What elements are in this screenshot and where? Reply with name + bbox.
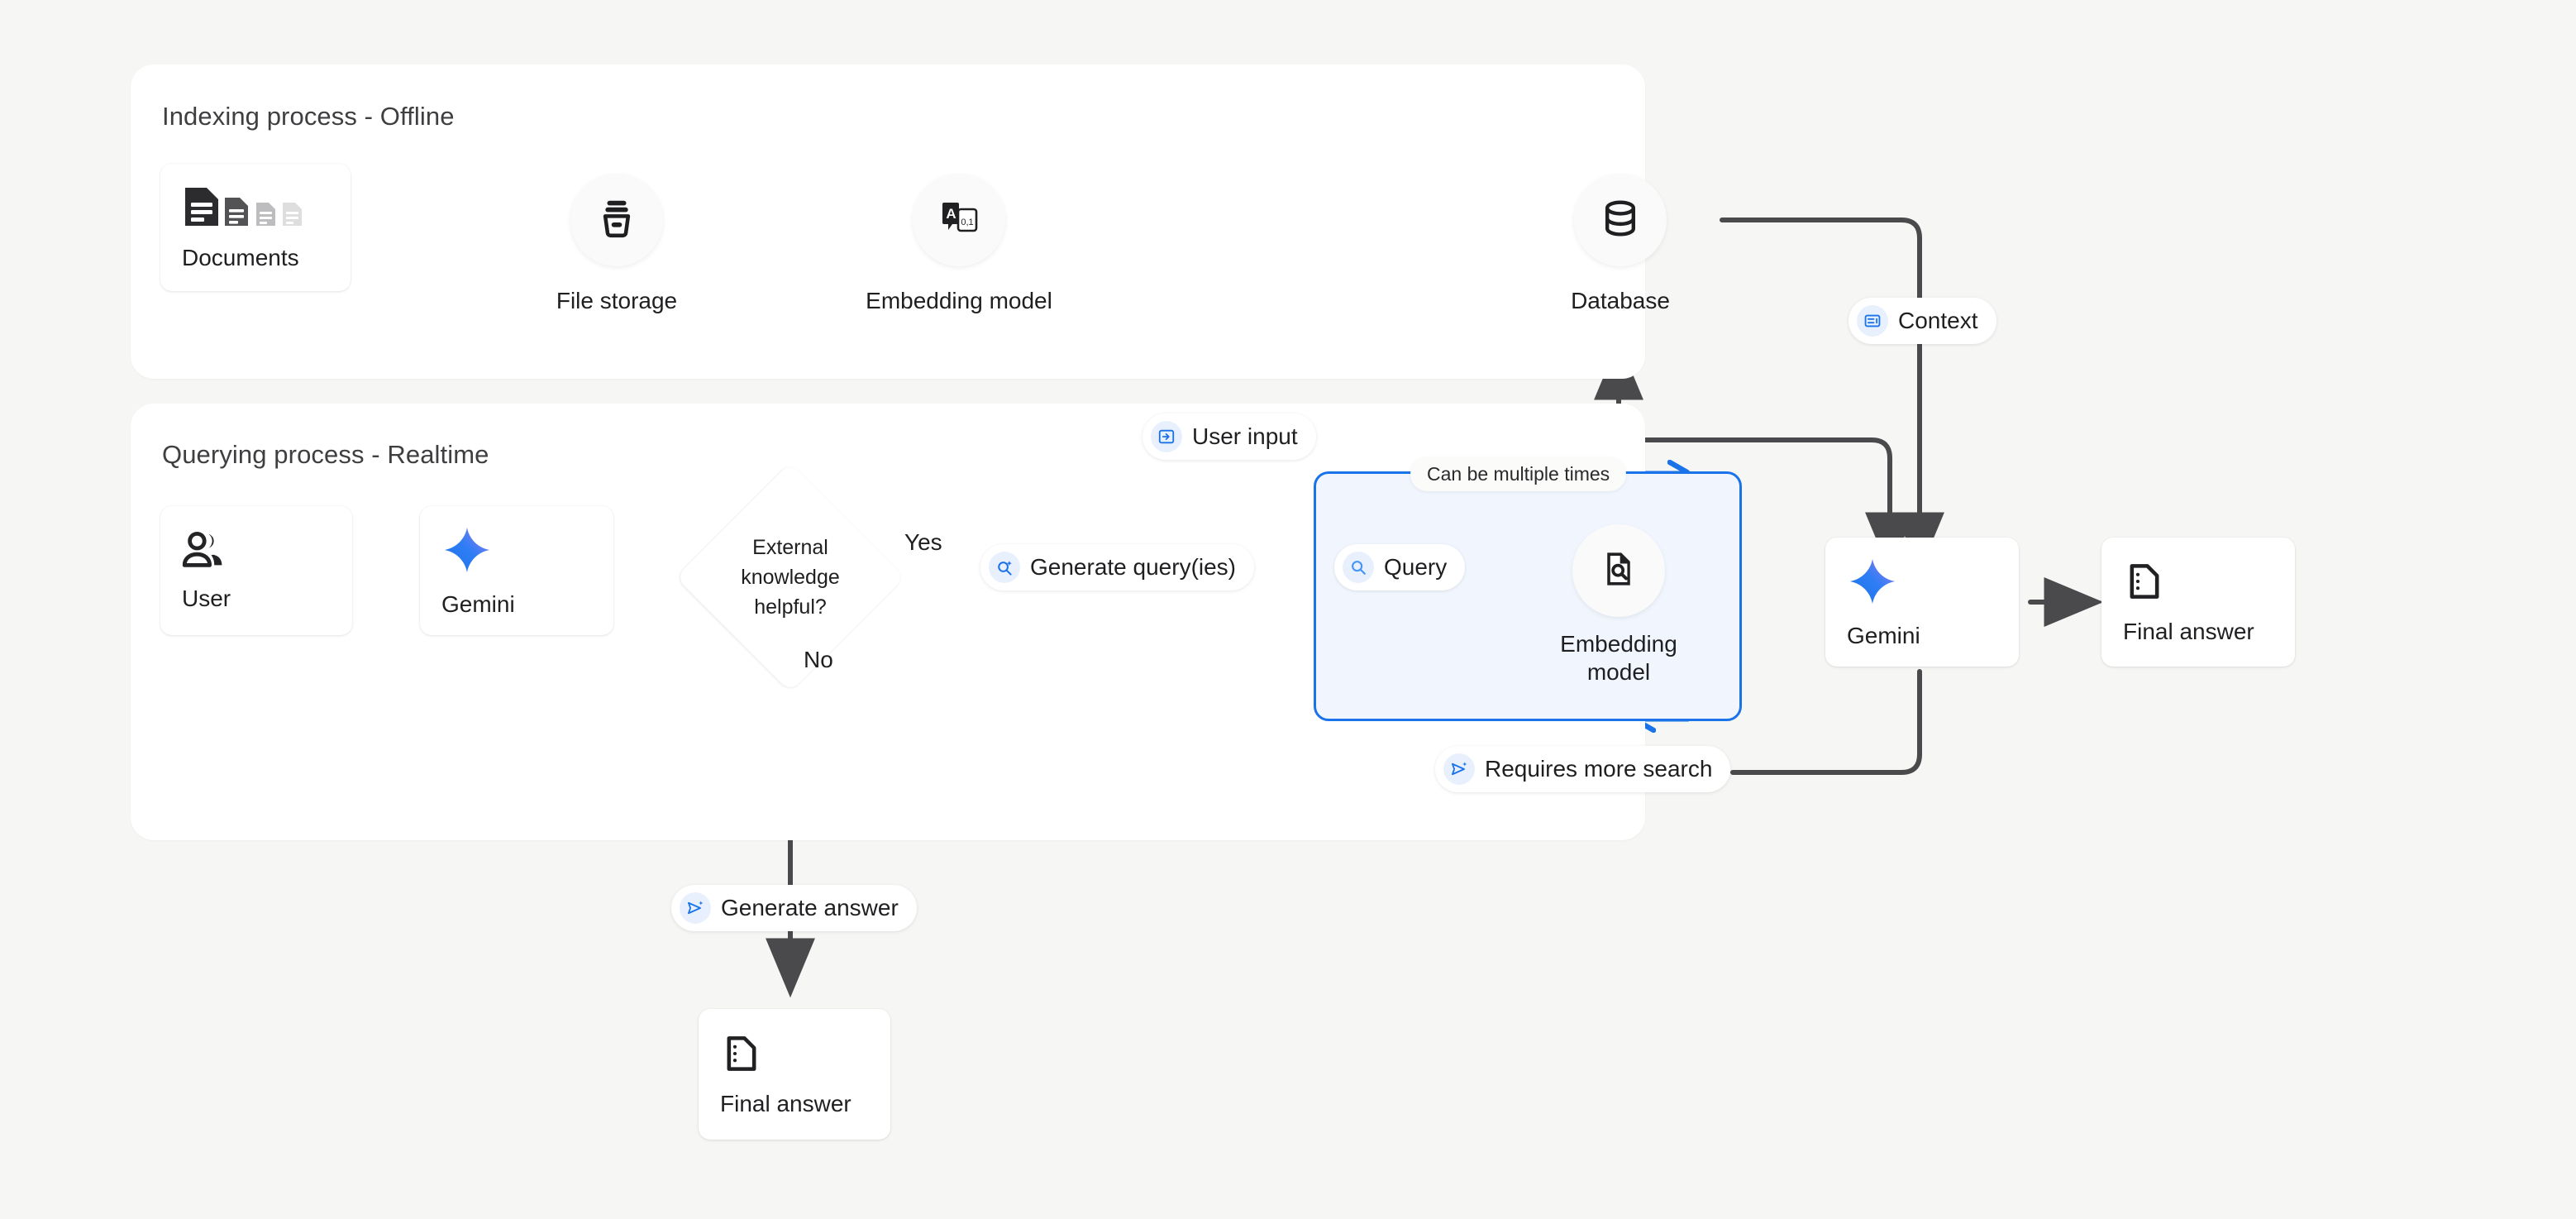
- node-database[interactable]: [1574, 174, 1667, 266]
- send-spark-icon: [1443, 753, 1475, 785]
- node-file-storage[interactable]: [570, 174, 663, 266]
- context-panel-icon: [1857, 305, 1888, 337]
- input-arrow-icon: [1151, 421, 1182, 452]
- edge-label-no: No: [804, 647, 833, 672]
- card-documents[interactable]: Documents: [160, 164, 351, 291]
- database-icon: [1600, 198, 1641, 243]
- context-label: Context: [1898, 308, 1978, 333]
- gemini-sparkle-icon: [441, 524, 613, 580]
- loop-note-label: Can be multiple times: [1427, 463, 1610, 485]
- badge-context[interactable]: Context: [1849, 298, 1996, 344]
- user-label: User: [182, 585, 231, 611]
- database-label: Database: [1571, 288, 1670, 313]
- generate-queries-label: Generate query(ies): [1030, 554, 1237, 580]
- card-gemini-left[interactable]: Gemini: [420, 506, 613, 635]
- query-label: Query: [1384, 554, 1448, 580]
- card-final-answer-right[interactable]: Final answer: [2101, 538, 2295, 667]
- panel-querying-title: Querying process - Realtime: [162, 440, 489, 469]
- decision-external-knowledge[interactable]: External knowledge helpful?: [675, 462, 905, 692]
- badge-requires-more-search[interactable]: Requires more search: [1435, 746, 1731, 792]
- final-answer-icon: [720, 1032, 890, 1079]
- card-user[interactable]: User: [160, 506, 352, 635]
- card-final-answer-bottom[interactable]: Final answer: [699, 1009, 890, 1140]
- decision-label: External knowledge helpful?: [741, 535, 840, 619]
- document-search-icon: [1598, 548, 1639, 594]
- badge-generate-queries[interactable]: Generate query(ies): [980, 544, 1255, 590]
- panel-indexing-process: [131, 65, 1645, 379]
- badge-generate-answer[interactable]: Generate answer: [671, 885, 917, 931]
- badge-can-be-multiple-times: Can be multiple times: [1410, 457, 1627, 491]
- final-answer-icon: [2123, 560, 2295, 607]
- embedding-model-label-index: Embedding model: [866, 288, 1052, 313]
- documents-label: Documents: [182, 244, 299, 270]
- node-embedding-model-index[interactable]: 0,1 A: [913, 174, 1005, 266]
- gemini-sparkle-icon: [1847, 556, 2019, 611]
- user-group-icon: [182, 530, 352, 574]
- user-input-label: User input: [1192, 423, 1298, 449]
- final-answer-bottom-label: Final answer: [720, 1090, 852, 1116]
- file-storage-icon: [595, 197, 638, 244]
- requires-more-search-label: Requires more search: [1485, 756, 1713, 782]
- search-spark-icon: [989, 552, 1020, 583]
- edge-label-yes: Yes: [904, 529, 942, 555]
- gemini-right-label: Gemini: [1847, 622, 1920, 648]
- documents-icon: [182, 184, 351, 233]
- search-icon: [1343, 552, 1374, 583]
- embedding-model-icon: 0,1 A: [937, 196, 981, 245]
- final-answer-right-label: Final answer: [2123, 618, 2254, 644]
- send-spark-icon: [680, 892, 711, 924]
- embedding-model-label-query: Embedding model: [1560, 631, 1677, 686]
- svg-text:A: A: [946, 206, 956, 222]
- file-storage-label: File storage: [556, 288, 678, 313]
- svg-text:0,1: 0,1: [961, 218, 973, 227]
- node-embedding-model-query[interactable]: [1572, 524, 1665, 617]
- badge-user-input[interactable]: User input: [1143, 414, 1316, 460]
- badge-query[interactable]: Query: [1334, 544, 1466, 590]
- gemini-left-label: Gemini: [441, 590, 515, 617]
- panel-indexing-title: Indexing process - Offline: [162, 102, 455, 131]
- card-gemini-right[interactable]: Gemini: [1825, 538, 2019, 667]
- generate-answer-label: Generate answer: [721, 895, 899, 920]
